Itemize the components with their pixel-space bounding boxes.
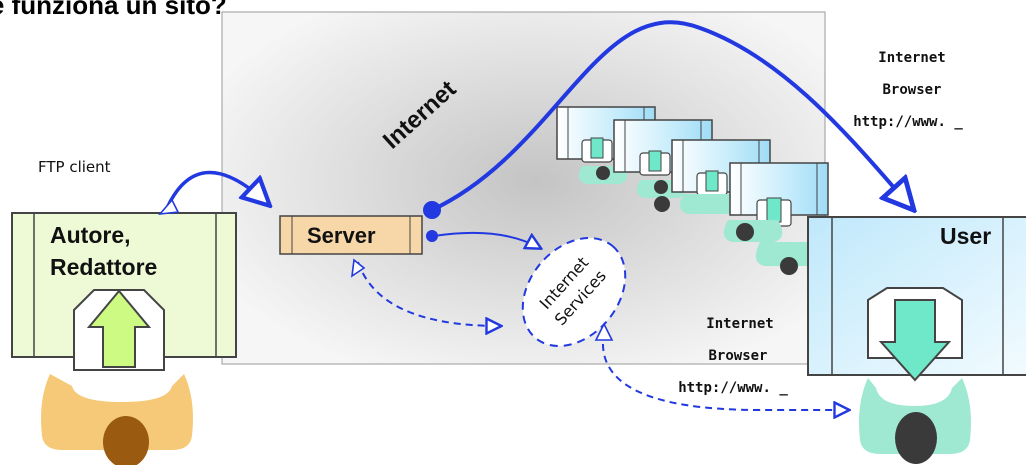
user-download-icon [867,287,963,382]
ftp-connector [166,170,268,206]
browser-bottom-line1: Internet [706,316,773,332]
browser-top-line1: Internet [878,50,945,66]
server-box: Server [279,215,423,255]
server-services-connector [433,231,540,248]
browser-bottom-line2: Browser [708,348,767,364]
browser-window-4 [723,162,829,275]
server-port-internet [423,201,441,219]
author-label-line2: Redattore [50,254,157,280]
author-label-line1: Autore, [50,222,131,248]
browser-top-line2: Browser [882,82,941,98]
user-person-icon [859,378,971,464]
connectors [158,20,912,410]
browser-bottom-url: http://www. _ [678,380,788,396]
author-person-icon [41,374,193,465]
user-window: User [807,216,1026,464]
user-label: User [940,223,991,249]
internet-services-node: Internet Services [521,237,627,347]
browser-label-top: Internet Browser http://www. _ [853,50,963,130]
internet-arc [431,20,912,210]
browser-window-2 [613,119,713,198]
server-label: Server [307,223,376,248]
services-user-dashed [601,331,848,410]
browser-window-stack [556,106,829,275]
ftp-client-label: FTP client [38,158,111,176]
server-port-services [426,230,438,242]
author-upload-icon [73,289,165,371]
browser-label-bottom: Internet Browser http://www. _ [678,316,788,396]
author-panel: Autore, Redattore [11,212,237,465]
browser-top-url: http://www. _ [853,114,963,130]
diagram-title: he funziona un sito? [0,0,227,20]
services-server-dashed [357,261,500,326]
